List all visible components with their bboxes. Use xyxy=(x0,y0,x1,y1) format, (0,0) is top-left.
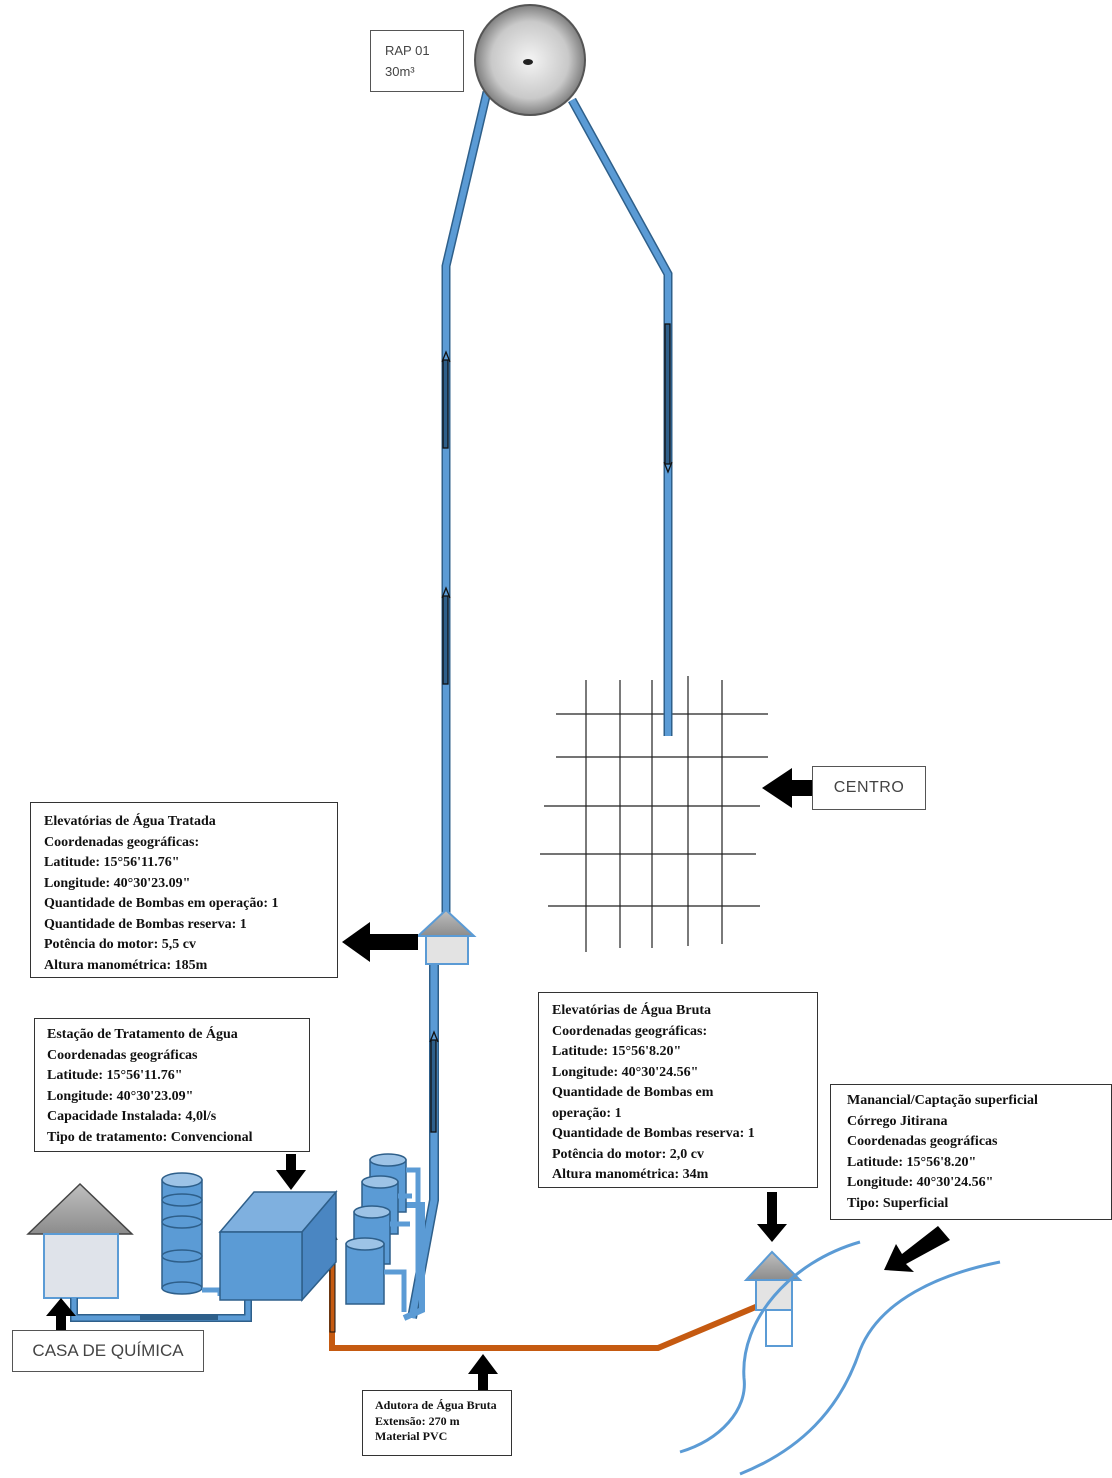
raw-water-pump-info-box: Elevatórias de Água Bruta Coordenadas ge… xyxy=(538,992,818,1188)
arrow-to-adutora-box xyxy=(468,1354,498,1390)
info-line: Coordenadas geográficas: xyxy=(44,834,200,850)
flow-arrows xyxy=(429,323,673,1133)
info-line: Potência do motor: 2,0 cv xyxy=(552,1146,705,1162)
info-line: Coordenadas geográficas: xyxy=(552,1023,708,1039)
filter-cylinders xyxy=(161,1172,223,1296)
info-line: Elevatórias de Água Bruta xyxy=(552,1003,712,1018)
chemical-house-icon xyxy=(26,1182,134,1299)
info-line: Material PVC xyxy=(375,1429,448,1443)
info-line: Latitude: 15°56'11.76" xyxy=(47,1068,183,1083)
info-line: Manancial/Captação superficial xyxy=(847,1093,1038,1108)
raw-water-pump-station-icon xyxy=(743,1250,803,1347)
reservoir-name: RAP 01 xyxy=(385,43,430,58)
info-line: Longitude: 40°30'24.56" xyxy=(847,1175,994,1190)
reservoir-label: RAP 01 30m³ xyxy=(370,30,464,92)
info-line: Estação de Tratamento de Água xyxy=(47,1027,238,1042)
info-line: Tipo de tratamento: Convencional xyxy=(47,1129,253,1145)
info-line: Latitude: 15°56'8.20" xyxy=(847,1154,977,1170)
treated-water-pump-info-box: Elevatórias de Água Tratada Coordenadas … xyxy=(30,802,338,978)
arrow-to-eat-box xyxy=(342,922,418,962)
treatment-station-info-box: Estação de Tratamento de Água Coordenada… xyxy=(34,1018,310,1152)
info-line: Capacidade Instalada: 4,0l/s xyxy=(47,1109,217,1124)
info-line: Longitude: 40°30'24.56" xyxy=(552,1064,699,1080)
info-line: Adutora de Água Bruta xyxy=(375,1398,497,1412)
arrow-to-casa-label xyxy=(46,1298,76,1330)
casa-quimica-label: CASA DE QUÍMICA xyxy=(12,1330,204,1372)
arrow-to-manancial-box xyxy=(884,1226,950,1272)
info-line: Tipo: Superficial xyxy=(847,1195,949,1211)
centro-label: CENTRO xyxy=(812,766,926,810)
info-line: Altura manométrica: 185m xyxy=(44,957,208,973)
info-line: operação: 1 xyxy=(552,1105,622,1121)
water-source-info-box: Manancial/Captação superficial Córrego J… xyxy=(830,1084,1112,1220)
chemical-dosing-pipe xyxy=(70,1298,252,1322)
pump-cylinders xyxy=(345,1153,421,1312)
treated-water-pipes xyxy=(402,90,673,1321)
info-line: Elevatórias de Água Tratada xyxy=(44,814,216,829)
info-line: Coordenadas geográficas xyxy=(47,1047,198,1063)
reservoir-rap01 xyxy=(474,4,586,116)
raw-water-main-info-box: Adutora de Água Bruta Extensão: 270 m Ma… xyxy=(362,1390,512,1456)
reservoir-volume: 30m³ xyxy=(385,64,415,79)
info-line: Altura manométrica: 34m xyxy=(552,1167,709,1182)
river-corrego xyxy=(679,1240,1001,1476)
info-line: Quantidade de Bombas reserva: 1 xyxy=(552,1126,755,1141)
info-line: Longitude: 40°30'23.09" xyxy=(44,875,191,891)
info-line: Quantidade de Bombas em xyxy=(552,1085,714,1100)
info-line: Longitude: 40°30'23.09" xyxy=(47,1088,194,1104)
arrow-to-eab-box xyxy=(757,1192,787,1242)
info-line: Latitude: 15°56'8.20" xyxy=(552,1044,682,1059)
city-grid xyxy=(540,676,768,952)
treated-water-pump-station-icon xyxy=(415,908,477,965)
info-line: Quantidade de Bombas reserva: 1 xyxy=(44,916,247,932)
arrow-to-eta-box xyxy=(276,1154,306,1190)
info-line: Extensão: 270 m xyxy=(375,1413,460,1428)
info-line: Quantidade de Bombas em operação: 1 xyxy=(44,896,279,911)
info-line: Córrego Jitirana xyxy=(847,1113,948,1129)
info-line: Latitude: 15°56'11.76" xyxy=(44,855,180,870)
pointer-arrows xyxy=(46,768,950,1390)
eta-treatment-tank xyxy=(218,1189,338,1302)
arrow-to-centro xyxy=(762,768,812,808)
info-line: Coordenadas geográficas xyxy=(847,1134,998,1149)
info-line: Potência do motor: 5,5 cv xyxy=(44,937,197,952)
